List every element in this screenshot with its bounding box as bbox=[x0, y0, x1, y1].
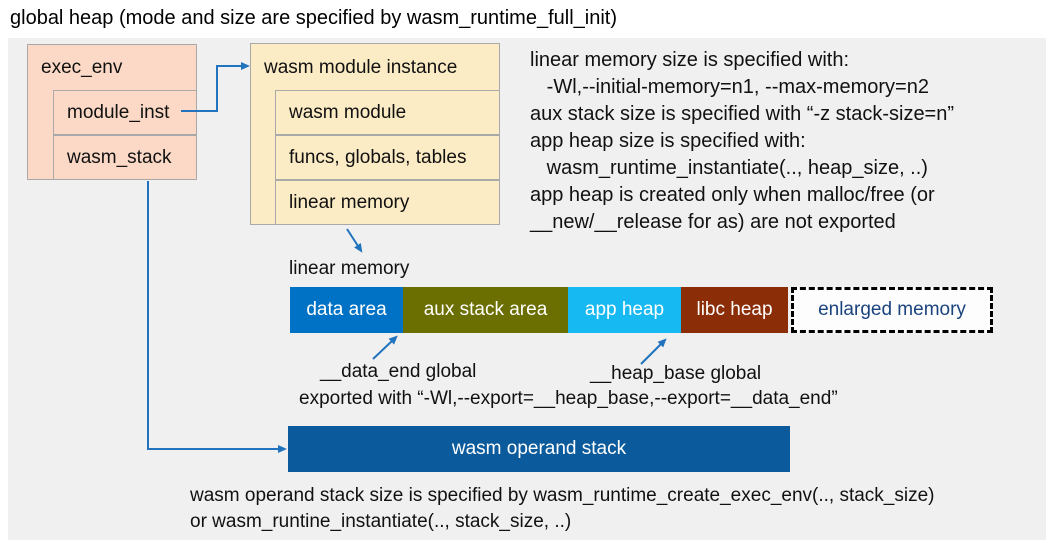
wasm-module-box: wasm module bbox=[275, 90, 500, 135]
note-line: aux stack size is specified with “-z sta… bbox=[530, 103, 955, 125]
module-inst-label: module_inst bbox=[67, 101, 170, 123]
export-note: exported with “-Wl,--export=__heap_base,… bbox=[299, 388, 838, 409]
linear-memory-label: linear memory bbox=[289, 258, 410, 279]
segment-enlarged-memory: enlarged memory bbox=[791, 287, 993, 333]
note-line: -Wl,--initial-memory=n1, --max-memory=n2 bbox=[530, 76, 929, 98]
operand-stack-notes: wasm operand stack size is specified by … bbox=[190, 483, 935, 535]
heap-base-global-label: __heap_base global bbox=[590, 363, 762, 384]
wasm-module-label: wasm module bbox=[289, 101, 407, 123]
funcs-globals-tables-box: funcs, globals, tables bbox=[275, 135, 500, 180]
data-end-global-label: __data_end global bbox=[320, 361, 477, 382]
segment-aux-stack-area: aux stack area bbox=[403, 287, 568, 333]
segment-app-heap: app heap bbox=[568, 287, 681, 333]
wasm-stack-box: wasm_stack bbox=[53, 135, 197, 180]
module-inst-box: module_inst bbox=[53, 90, 197, 135]
linear-memory-box: linear memory bbox=[275, 180, 500, 225]
note-line: app heap is created only when malloc/fre… bbox=[530, 184, 935, 206]
exec-env-label: exec_env bbox=[41, 57, 123, 78]
segment-libc-heap: libc heap bbox=[681, 287, 788, 333]
note-line: wasm operand stack size is specified by … bbox=[190, 485, 935, 506]
segment-data-area: data area bbox=[290, 287, 403, 333]
note-line: wasm_runtime_instantiate(.., heap_size, … bbox=[530, 157, 928, 179]
note-line: app heap size is specified with: bbox=[530, 130, 806, 152]
module-instance-label: wasm module instance bbox=[264, 56, 458, 78]
size-notes-block: linear memory size is specified with: -W… bbox=[530, 47, 1040, 236]
linear-memory-box-label: linear memory bbox=[289, 191, 410, 213]
note-line: linear memory size is specified with: bbox=[530, 49, 849, 71]
funcs-globals-tables-label: funcs, globals, tables bbox=[289, 146, 467, 168]
note-line: __new/__release for as) are not exported bbox=[530, 211, 896, 233]
wasm-stack-label: wasm_stack bbox=[67, 146, 172, 168]
wasm-operand-stack-box: wasm operand stack bbox=[288, 426, 790, 472]
page-title: global heap (mode and size are specified… bbox=[10, 7, 617, 29]
note-line: or wasm_runtine_instantiate(.., stack_si… bbox=[190, 511, 572, 532]
